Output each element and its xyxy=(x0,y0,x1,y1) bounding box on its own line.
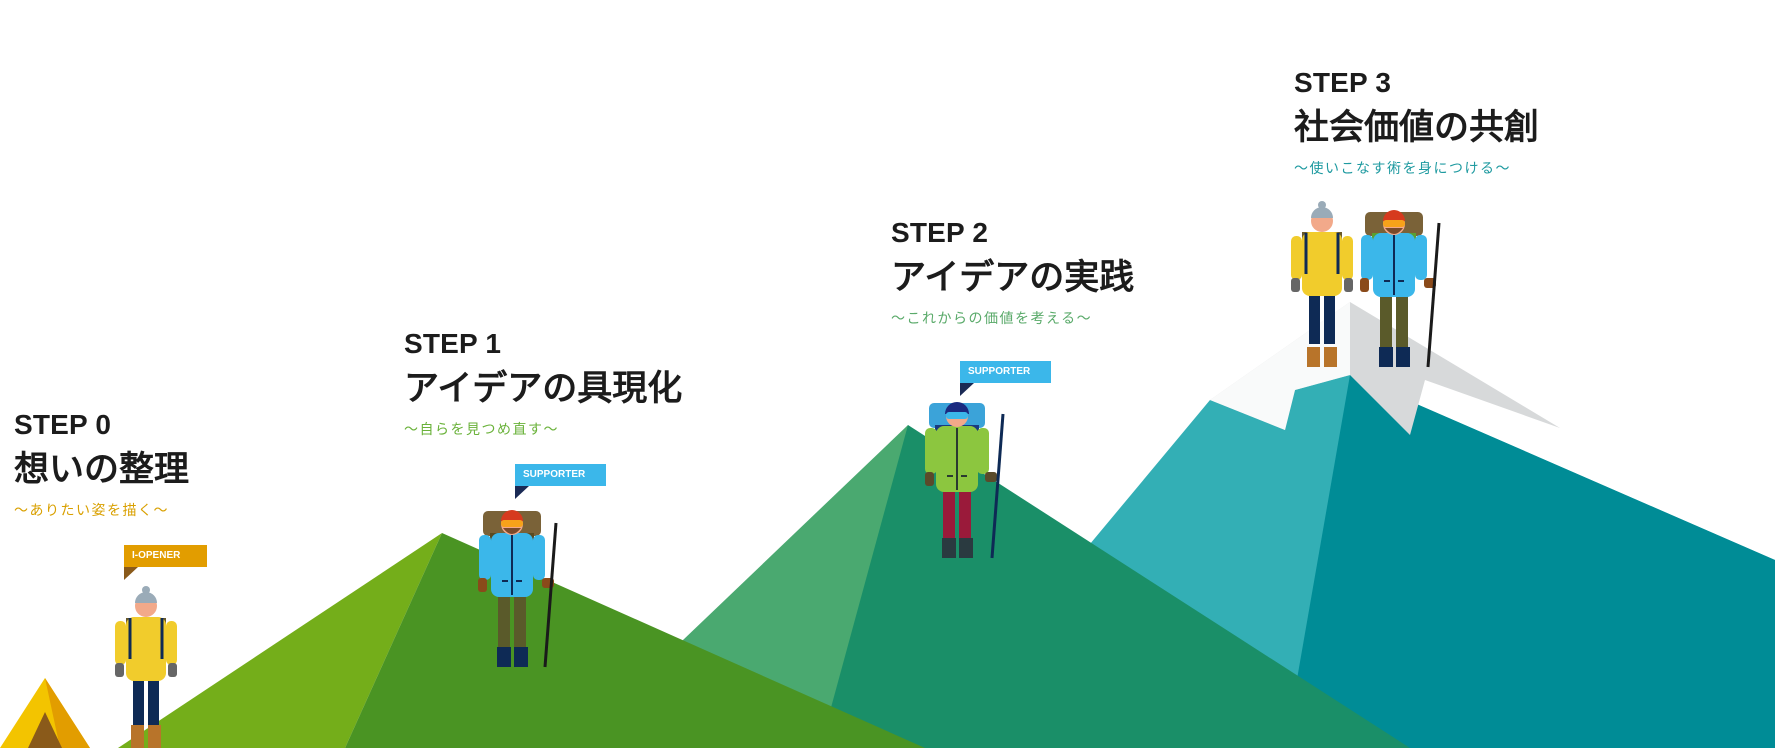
step-1: STEP 1 アイデアの具現化 〜自らを見つめ直す〜 xyxy=(404,330,682,439)
tent-icon xyxy=(0,678,90,748)
step-3-label: STEP 3 xyxy=(1294,67,1392,98)
iopener-flag-tail xyxy=(124,567,138,580)
step-1-subtitle: 〜自らを見つめ直す〜 xyxy=(404,422,559,438)
mountain-step3-right-face xyxy=(1285,375,1775,748)
mountain-snow-cap xyxy=(1210,302,1560,435)
supporter-flag-step2: SUPPORTER xyxy=(960,361,1051,383)
hiker-step1-figure xyxy=(478,510,558,668)
hiker-step2-figure xyxy=(925,402,1005,559)
supporter-flag-step2-tail xyxy=(960,383,974,396)
iopener-flag: I-OPENER xyxy=(124,545,207,567)
step-2: STEP 2 アイデアの実践 〜これからの価値を考える〜 xyxy=(891,219,1134,328)
step-0-subtitle: 〜ありたい姿を描く〜 xyxy=(14,503,169,519)
hiker-step3-supporter-figure xyxy=(1360,210,1441,368)
mountain-step1-right-face xyxy=(345,533,925,748)
step-0-title: 想いの整理 xyxy=(14,450,190,490)
step-1-label: STEP 1 xyxy=(404,328,502,359)
step-2-subtitle: 〜これからの価値を考える〜 xyxy=(891,311,1093,327)
step-2-label: STEP 2 xyxy=(891,217,989,248)
supporter-flag-step1-tail xyxy=(515,486,529,499)
step-0: STEP 0 想いの整理 〜ありたい姿を描く〜 xyxy=(14,411,189,520)
mountain-step1-left-face xyxy=(118,533,442,748)
step-1-title: アイデアの具現化 xyxy=(404,369,683,409)
step-3-subtitle: 〜使いこなす術を身につける〜 xyxy=(1294,161,1511,177)
step-3: STEP 3 社会価値の共創 〜使いこなす術を身につける〜 xyxy=(1294,69,1539,178)
supporter-flag-step1: SUPPORTER xyxy=(515,464,606,486)
step-0-label: STEP 0 xyxy=(14,409,112,440)
step-3-title: 社会価値の共創 xyxy=(1294,108,1540,148)
hiker-step0-figure xyxy=(115,586,177,748)
step-2-title: アイデアの実践 xyxy=(891,258,1135,298)
hiker-step3-old-figure xyxy=(1291,201,1353,367)
